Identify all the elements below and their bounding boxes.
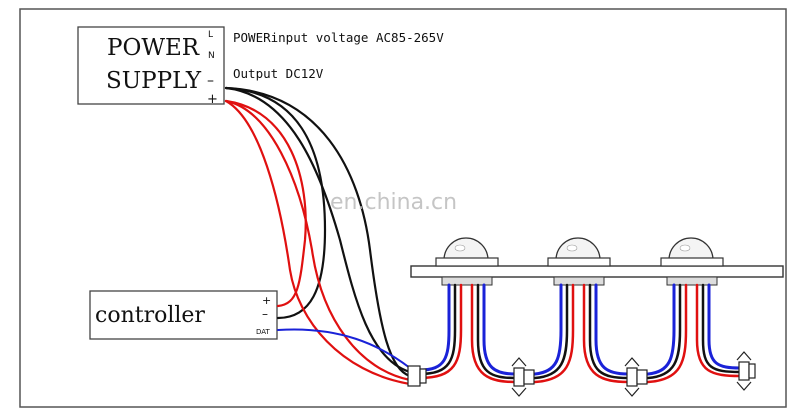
terminal-minus: –: [207, 73, 214, 89]
dome-led-module-icon: [555, 237, 601, 261]
led-socket: [666, 276, 718, 286]
led-module-3: [660, 237, 724, 286]
harness-blue-2: [533, 283, 630, 376]
led-board-plate: [410, 265, 784, 278]
dome-led-module-icon: [668, 237, 714, 261]
harness-black-1: [418, 283, 517, 380]
led-base: [435, 257, 499, 267]
harness-black-2: [533, 283, 630, 380]
watermark: en.china.cn: [330, 190, 457, 215]
controller-box: [89, 290, 278, 340]
controller-terminal-minus: –: [262, 307, 268, 321]
dome-highlight: [454, 244, 466, 252]
led-base: [660, 257, 724, 267]
lamp-harness: [418, 283, 742, 384]
harness-black-3: [646, 283, 742, 380]
controller-terminal-plus: +: [262, 294, 271, 307]
power-supply-box: [77, 26, 225, 105]
terminal-n: N: [208, 51, 215, 61]
controller-block: controller + – DAT: [89, 290, 278, 340]
power-supply-label-line1: POWER: [107, 35, 200, 61]
harness-red-3: [646, 283, 742, 384]
diagram-frame: [19, 8, 787, 408]
power-supply-label-line2: SUPPLY: [106, 68, 202, 94]
black-wire-to-lamps-2: [224, 86, 412, 374]
black-wire-to-controller: [224, 86, 327, 320]
led-socket: [553, 276, 605, 286]
led-base: [547, 257, 611, 267]
harness-red-2: [533, 283, 630, 384]
controller-terminal-dat: DAT: [256, 328, 271, 336]
blue-data-wire: [277, 328, 411, 369]
red-wire-to-lamps-2: [224, 99, 412, 386]
input-voltage-annotation: POWERinput voltage AC85-265V: [233, 30, 444, 45]
power-supply-block: POWER SUPPLY L N – +: [77, 26, 225, 107]
connectors: [407, 351, 756, 397]
wire-connector-icon: [407, 365, 427, 387]
terminal-l: L: [208, 30, 213, 40]
harness-blue-3: [646, 283, 742, 376]
harness-red-1: [418, 283, 517, 384]
wire-connector-icon: [511, 357, 535, 397]
harness-blue-1: [418, 283, 517, 376]
red-wire-to-lamps-1: [224, 99, 412, 382]
led-socket: [441, 276, 493, 286]
power-wires: [224, 86, 412, 386]
dome-led-module-icon: [443, 237, 489, 261]
dome-highlight: [566, 244, 578, 252]
dome-highlight: [679, 244, 691, 252]
wire-connector-icon: [624, 357, 648, 397]
led-board: [410, 237, 784, 286]
terminal-plus: +: [207, 92, 218, 107]
led-module-2: [547, 237, 611, 286]
output-annotation: Output DC12V: [233, 66, 324, 81]
led-module-1: [435, 237, 499, 286]
controller-label: controller: [95, 303, 205, 328]
wire-connector-icon: [736, 351, 756, 391]
